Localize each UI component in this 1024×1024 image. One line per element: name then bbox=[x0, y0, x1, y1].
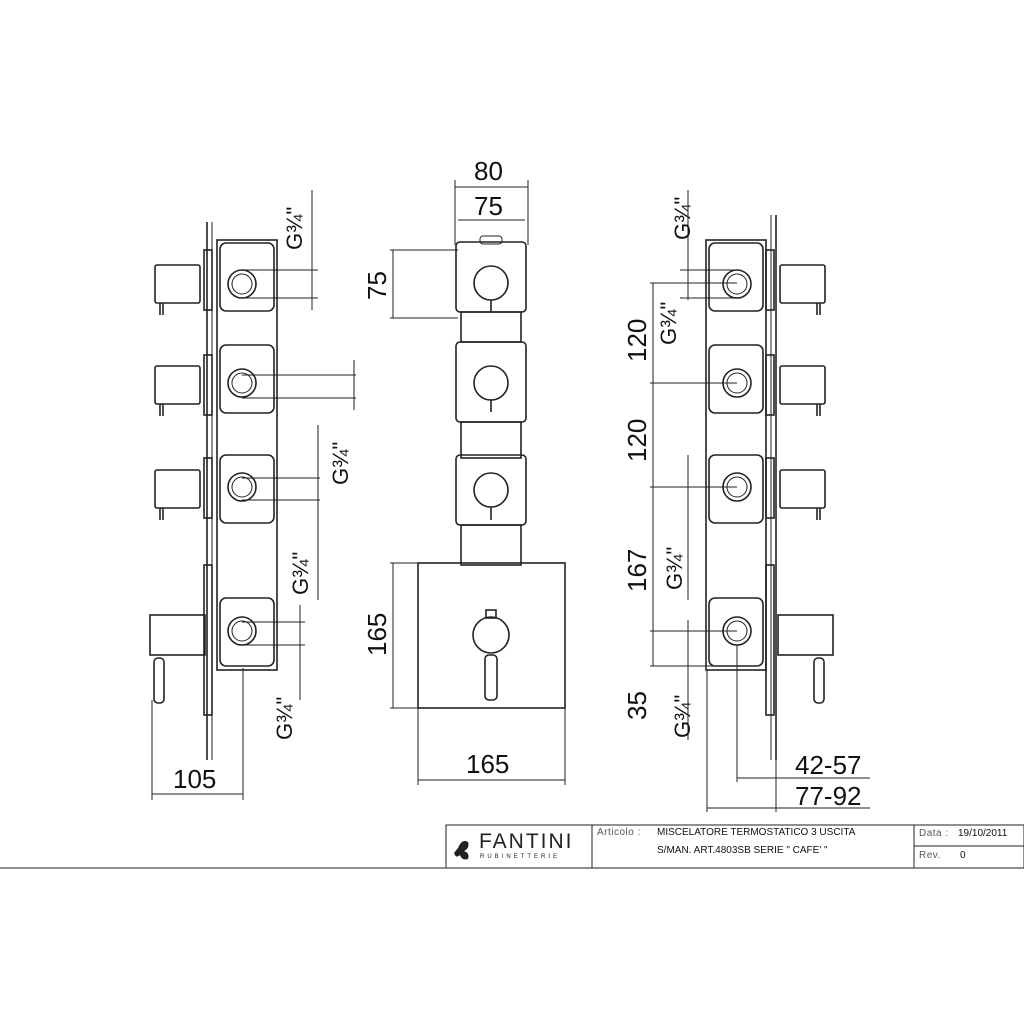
center-plate-height-dimension: 165 bbox=[362, 613, 392, 656]
title-block-frame bbox=[0, 824, 1024, 869]
data-label: Data : bbox=[919, 828, 949, 839]
data-value: 19/10/2011 bbox=[958, 828, 1008, 839]
center-module-height-dimension: 75 bbox=[362, 271, 392, 300]
center-plate-width-dimension: 165 bbox=[466, 749, 509, 779]
right-depth-dimension-2: 77-92 bbox=[795, 781, 862, 811]
left-thread-label-3: G¾" bbox=[288, 552, 313, 595]
left-thread-label-1: G¾" bbox=[282, 207, 307, 250]
center-top-outer-dimension: 80 bbox=[474, 156, 503, 186]
left-thread-label-4: G¾" bbox=[272, 697, 297, 740]
right-spacing-dimension-3: 167 bbox=[622, 549, 652, 592]
brand-subtitle: RUBINETTERIE bbox=[480, 854, 561, 860]
right-spacing-dimension-2: 120 bbox=[622, 419, 652, 462]
brand-name: FANTINI bbox=[479, 830, 574, 853]
fantini-logo-icon bbox=[454, 840, 469, 860]
rev-value: 0 bbox=[960, 850, 966, 861]
center-top-inner-dimension: 75 bbox=[474, 191, 503, 221]
articolo-label: Articolo : bbox=[597, 827, 641, 838]
articolo-line-2: S/MAN. ART.4803SB SERIE " CAFE' " bbox=[657, 845, 828, 856]
right-depth-dimension-1: 42-57 bbox=[795, 750, 862, 780]
right-thread-label-3: G¾" bbox=[662, 547, 687, 590]
left-thread-label-2: G¾" bbox=[328, 442, 353, 485]
right-thread-label-1: G¾" bbox=[670, 197, 695, 240]
right-side-view: 42-57 77-92 120 120 167 35 G¾" G¾" G¾" G… bbox=[622, 190, 870, 812]
articolo-line-1: MISCELATORE TERMOSTATICO 3 USCITA bbox=[657, 827, 856, 838]
left-width-dimension: 105 bbox=[173, 764, 216, 794]
right-thread-label-4: G¾" bbox=[670, 695, 695, 738]
right-thread-label-2: G¾" bbox=[656, 302, 681, 345]
rev-label: Rev. bbox=[919, 850, 941, 861]
right-spacing-dimension-1: 120 bbox=[622, 319, 652, 362]
left-side-view: 105 G¾" G¾" G¾" G¾" bbox=[149, 190, 356, 800]
front-view: 80 75 75 165 165 bbox=[362, 156, 566, 785]
right-offset-dimension: 35 bbox=[622, 691, 652, 720]
